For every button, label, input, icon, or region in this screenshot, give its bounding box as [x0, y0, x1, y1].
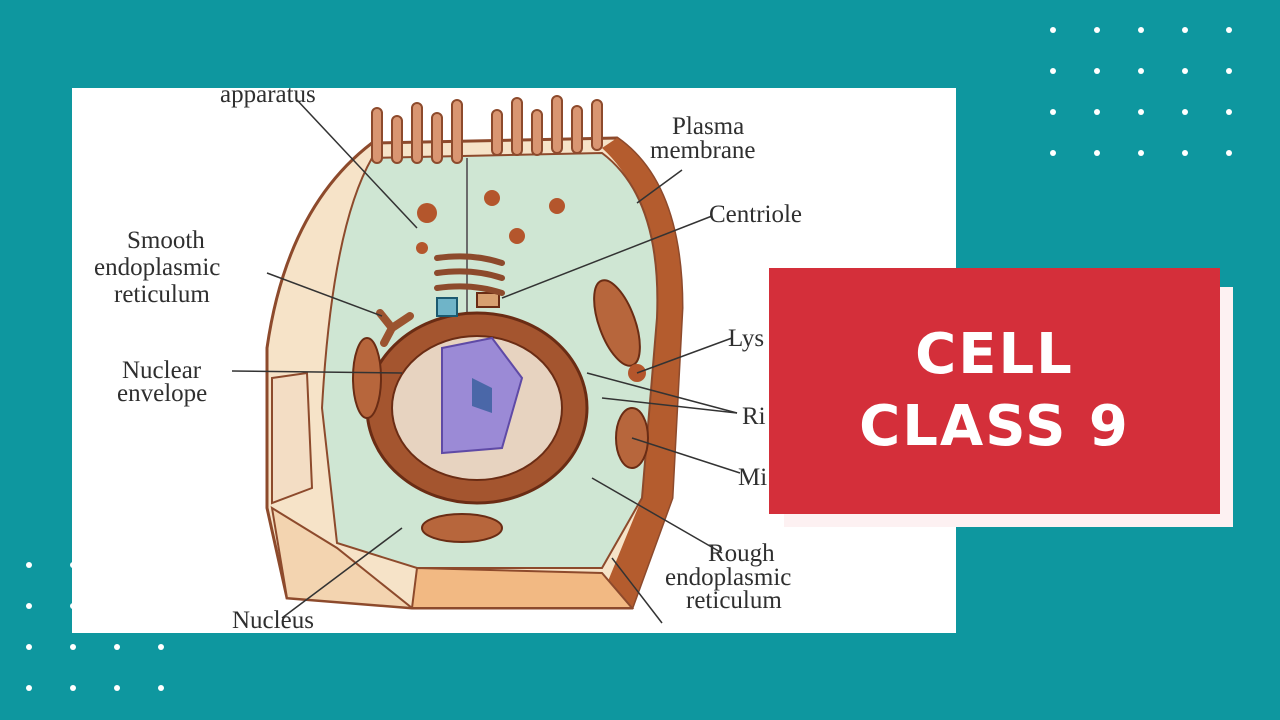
label-rough-er-line1: Rough	[708, 540, 775, 567]
label-golgi: apparatus	[220, 88, 316, 108]
cell-diagram-card: apparatus Plasma membrane Centriole Smoo…	[72, 88, 956, 633]
title-line-1: CELL	[915, 322, 1074, 387]
label-nucleus: Nucleus	[232, 607, 314, 633]
title-box: CELL CLASS 9	[769, 268, 1220, 514]
label-ribosome: Ri	[742, 403, 766, 430]
label-smooth-er-line3: reticulum	[114, 281, 210, 308]
label-smooth-er-line1: Smooth	[127, 227, 205, 254]
label-mitochondria: Mi	[738, 464, 767, 491]
label-nuclear-envelope-line2: envelope	[117, 380, 207, 407]
label-rough-er-line2: endoplasmic	[665, 564, 791, 591]
label-lysosome: Lys	[728, 325, 764, 352]
label-rough-er-line3: reticulum	[686, 587, 782, 614]
title-line-2: CLASS 9	[859, 394, 1130, 459]
animal-cell-diagram: apparatus Plasma membrane Centriole Smoo…	[94, 88, 802, 633]
label-nuclear-envelope-line1: Nuclear	[122, 357, 202, 384]
label-smooth-er-line2: endoplasmic	[94, 254, 220, 281]
dot-grid-top-right	[1050, 27, 1232, 157]
label-plasma-line1: Plasma	[672, 113, 744, 140]
label-centriole: Centriole	[709, 201, 802, 228]
label-plasma-line2: membrane	[650, 137, 756, 164]
